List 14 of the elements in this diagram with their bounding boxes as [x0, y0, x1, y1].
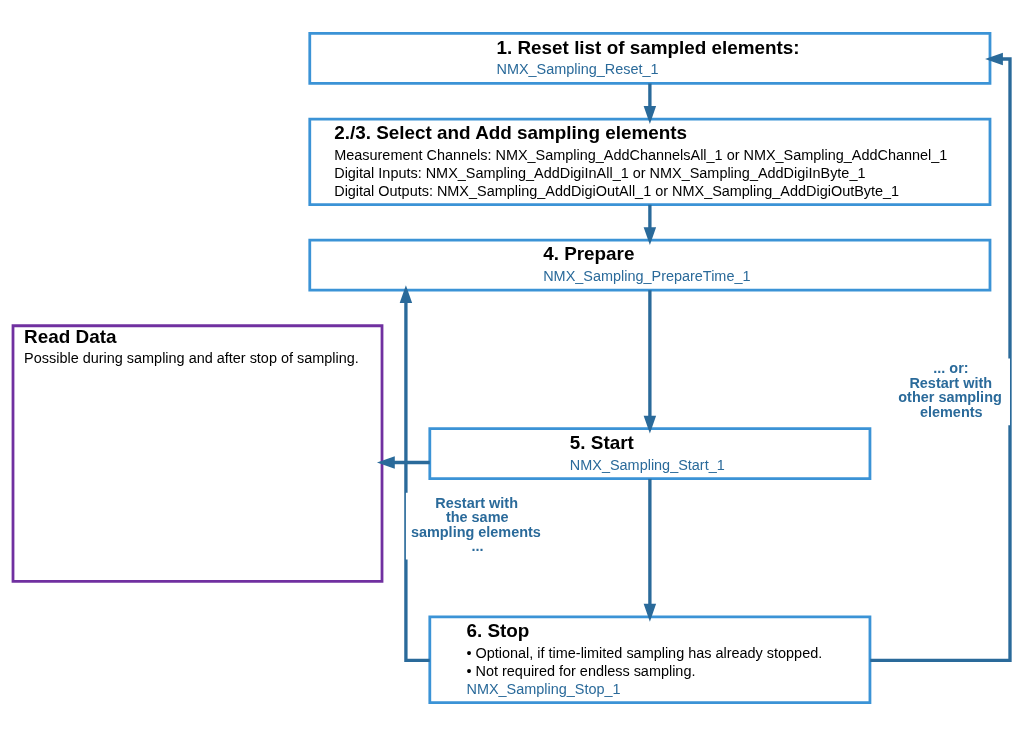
node-box: Read Data Possible during sampling and after stop of sampling. — [11, 323, 384, 583]
node-box: 5. Start NMX_Sampling_Start_1 — [428, 426, 872, 480]
node-box: 1. Reset list of sampled elements: NMX_Sampling_Reset_1 — [308, 31, 992, 85]
node-box: 2./3. Select and Add sampling elements Measurement Channels: NMX_Sampling_AddChannelsAll_1 or NMX_Sampling_AddChannel_1 Digital Inputs: NMX_Sampling_AddDigiInAll_1 or NMX_Sampling_AddDigiInByte_1 Digital Outputs: NMX_Sampling_AddDigiOutAll_1 or NMX_Sampling_AddDigiOutByte_1 — [308, 117, 992, 206]
arrow — [643, 289, 657, 433]
node-box: 6. Stop • Optional, if time-limited sampling has already stopped. • Not required for endless sampling. NMX_Sampling_Stop_1 — [428, 615, 872, 704]
arrow — [643, 478, 657, 622]
edge-label: Restart with the same sampling elements ... — [410, 494, 541, 554]
arrow — [376, 455, 430, 469]
edge-label: ... or: Restart with other sampling elements — [898, 359, 1002, 420]
arrow — [643, 204, 657, 245]
arrow — [643, 82, 657, 124]
node-box: 4. Prepare NMX_Sampling_PrepareTime_1 — [308, 238, 992, 292]
arrow — [399, 284, 430, 662]
